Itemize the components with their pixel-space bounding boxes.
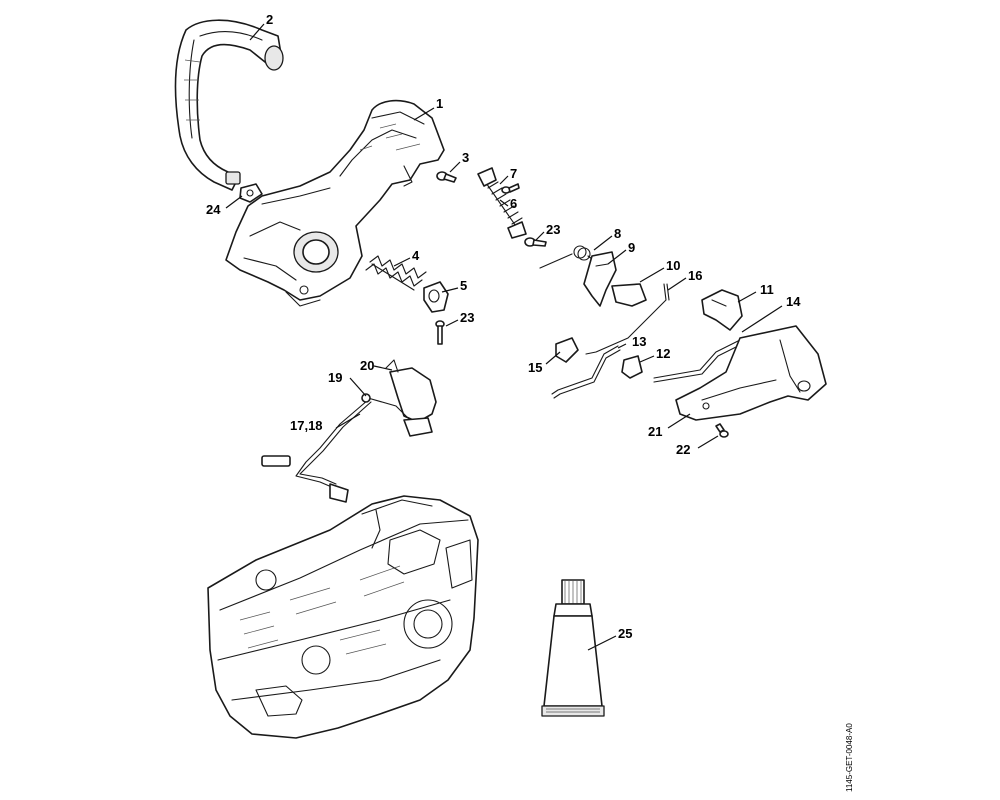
part-24-bracket — [239, 183, 263, 203]
callout-23-lower: 23 — [460, 310, 474, 325]
callout-6: 6 — [510, 196, 517, 211]
callout-3: 3 — [462, 150, 469, 165]
leader-lines — [225, 23, 783, 651]
callout-22: 22 — [676, 442, 690, 457]
callout-20: 20 — [360, 358, 374, 373]
engine-housing — [207, 495, 479, 739]
part-23-screw-upper — [524, 237, 547, 247]
callout-2: 2 — [266, 12, 273, 27]
callout-15: 15 — [528, 360, 542, 375]
part-10-lever — [611, 283, 647, 307]
callout-5: 5 — [460, 278, 467, 293]
callout-7: 7 — [510, 166, 517, 181]
callout-17-18: 17,18 — [290, 418, 323, 433]
callout-12: 12 — [656, 346, 670, 361]
callout-21: 21 — [648, 424, 662, 439]
part-8-torsion-spring — [539, 245, 597, 269]
callout-16: 16 — [688, 268, 702, 283]
part-7-screw — [501, 183, 520, 194]
part-12-sleeve — [621, 355, 643, 379]
part-15-clip — [555, 337, 579, 363]
part-11-lockout — [701, 289, 743, 331]
part-rear-handle-housing — [225, 99, 445, 307]
part-5-sleeve — [423, 281, 449, 313]
part-9-trigger — [583, 251, 617, 307]
part-handlebar — [174, 19, 284, 191]
callout-4: 4 — [412, 248, 420, 263]
part-17-18-wiring-harness — [261, 393, 433, 503]
part-14-rod — [653, 339, 743, 383]
callout-1: 1 — [436, 96, 443, 111]
callout-9: 9 — [628, 240, 635, 255]
callout-8: 8 — [614, 226, 621, 241]
part-13-rod — [551, 345, 621, 399]
part-23-screw-lower — [435, 320, 445, 345]
part-25-grease-tube — [541, 579, 605, 717]
part-4-compression-spring — [365, 255, 427, 291]
part-3-screw — [436, 171, 457, 183]
callout-10: 10 — [666, 258, 680, 273]
part-22-screw — [715, 423, 729, 438]
callout-25: 25 — [618, 626, 632, 641]
part-6-spring — [477, 167, 527, 239]
callout-13: 13 — [632, 334, 646, 349]
part-21-handle-cover — [675, 325, 827, 421]
callout-23-upper: 23 — [546, 222, 560, 237]
callout-labels: 2 1 3 7 6 23 8 9 10 16 11 14 4 5 23 12 1… — [206, 12, 801, 641]
callout-19: 19 — [328, 370, 342, 385]
callout-24: 24 — [206, 202, 221, 217]
part-20-bracket — [385, 359, 437, 423]
callout-11: 11 — [760, 282, 774, 297]
part-16-rod — [585, 283, 670, 355]
callout-14: 14 — [786, 294, 801, 309]
drawing-reference-code: 1145-GET-0048-A0 — [845, 723, 854, 792]
